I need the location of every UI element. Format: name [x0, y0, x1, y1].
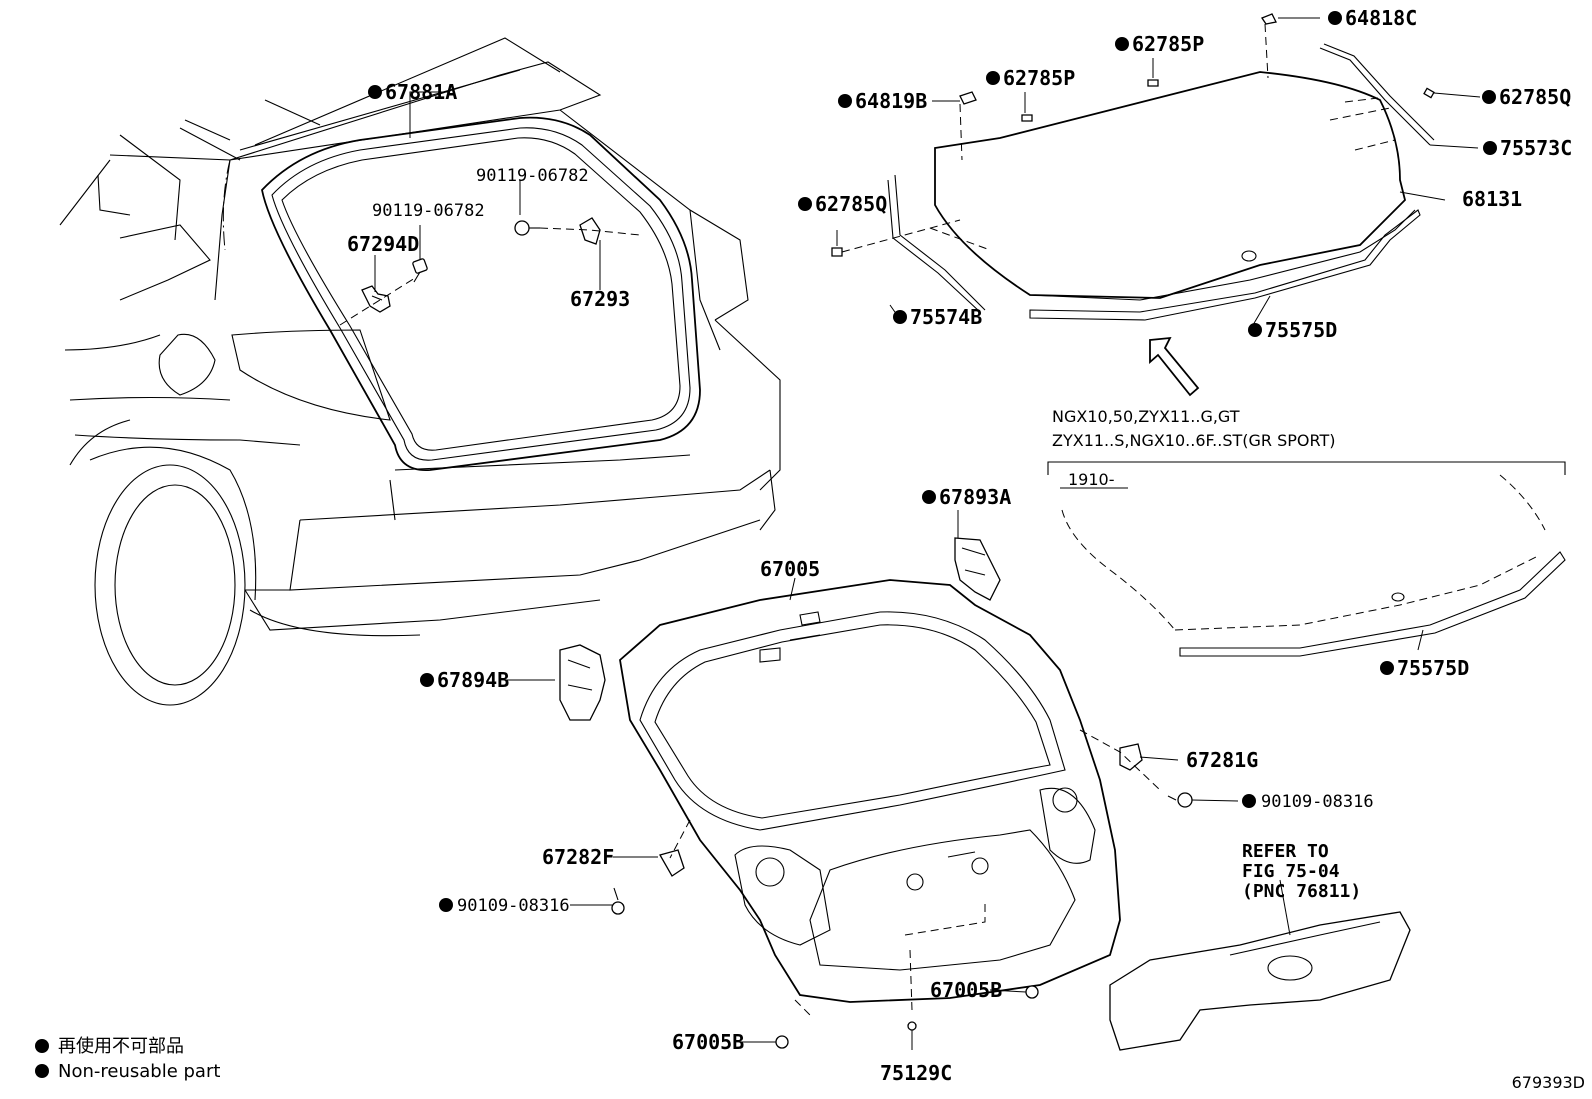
- callout-90109-08316-right: 90109-08316: [1261, 792, 1374, 812]
- gr-sport-variant-box: [1047, 461, 1566, 657]
- callout-67894B: 67894B: [437, 668, 509, 692]
- non-reusable-marker: [1380, 661, 1394, 675]
- date-code: 1910-: [1068, 470, 1115, 489]
- non-reusable-marker: [439, 898, 453, 912]
- legend: 再使用不可部品 Non-reusable part: [35, 1036, 220, 1082]
- callout-62785Q-right: 62785Q: [1499, 85, 1571, 109]
- non-reusable-marker: [893, 310, 907, 324]
- callout-67282F: 67282F: [542, 845, 614, 869]
- models-line-2: ZYX11..S,NGX10..6F..ST(GR SPORT): [1052, 431, 1335, 450]
- non-reusable-marker: [1115, 37, 1129, 51]
- callout-67881A: 67881A: [385, 80, 457, 104]
- non-reusable-marker: [368, 85, 382, 99]
- callout-90109-08316-left: 90109-08316: [457, 896, 570, 916]
- callout-75575D-top: 75575D: [1265, 318, 1337, 342]
- callout-67005B-bottom: 67005B: [672, 1030, 744, 1054]
- callout-90119-06782-b: 90119-06782: [372, 201, 485, 221]
- legend-english: Non-reusable part: [58, 1061, 220, 1082]
- refer-line-1: REFER TO: [1242, 841, 1329, 862]
- callout-67005: 67005: [760, 557, 820, 581]
- callout-75575D-bottom: 75575D: [1397, 656, 1469, 680]
- garnish-reference: [1109, 911, 1411, 1051]
- callout-75574B: 75574B: [910, 305, 982, 329]
- legend-marker-jp: [35, 1039, 49, 1053]
- door-hinges: [559, 537, 1193, 1049]
- non-reusable-marker: [1242, 794, 1256, 808]
- legend-marker-en: [35, 1064, 49, 1078]
- callout-64819B: 64819B: [855, 89, 927, 113]
- non-reusable-marker: [922, 490, 936, 504]
- refer-note: REFER TO FIG 75-04 (PNC 76811): [1242, 841, 1361, 902]
- callout-62785P-left: 62785P: [1003, 66, 1075, 90]
- non-reusable-marker: [838, 94, 852, 108]
- callout-75129C: 75129C: [880, 1061, 952, 1085]
- non-reusable-marker: [1328, 11, 1342, 25]
- callout-labels: 67881A 90119-06782 90119-06782 67294D 67…: [347, 6, 1572, 1085]
- back-glass-assembly: [831, 13, 1435, 397]
- refer-line-3: (PNC 76811): [1242, 881, 1361, 902]
- non-reusable-marker: [1248, 323, 1262, 337]
- refer-line-2: FIG 75-04: [1242, 861, 1340, 882]
- callout-64818C: 64818C: [1345, 6, 1417, 30]
- callout-62785Q-left: 62785Q: [815, 192, 887, 216]
- models-line-1: NGX10,50,ZYX11..G,GT: [1052, 407, 1240, 426]
- back-door-panel: [619, 579, 1121, 1016]
- callout-67294D: 67294D: [347, 232, 419, 256]
- leader-lines: [374, 17, 1481, 1050]
- non-reusable-marker: [798, 197, 812, 211]
- callout-68131: 68131: [1462, 187, 1522, 211]
- non-reusable-marker: [986, 71, 1000, 85]
- non-reusable-marker: [1483, 141, 1497, 155]
- legend-japanese: 再使用不可部品: [58, 1036, 184, 1057]
- callout-67293: 67293: [570, 287, 630, 311]
- non-reusable-marker: [420, 673, 434, 687]
- figure-id: 679393D: [1512, 1073, 1585, 1092]
- callout-67281G: 67281G: [1186, 748, 1258, 772]
- callout-75573C: 75573C: [1500, 136, 1572, 160]
- vehicle-rear-view: [59, 37, 781, 706]
- callout-67893A: 67893A: [939, 485, 1011, 509]
- variant-notes: NGX10,50,ZYX11..G,GT ZYX11..S,NGX10..6F.…: [1052, 407, 1335, 489]
- non-reusable-marker: [1482, 90, 1496, 104]
- callout-67005B-right: 67005B: [930, 978, 1002, 1002]
- callout-90119-06782-a: 90119-06782: [476, 166, 589, 186]
- callout-62785P-top: 62785P: [1132, 32, 1204, 56]
